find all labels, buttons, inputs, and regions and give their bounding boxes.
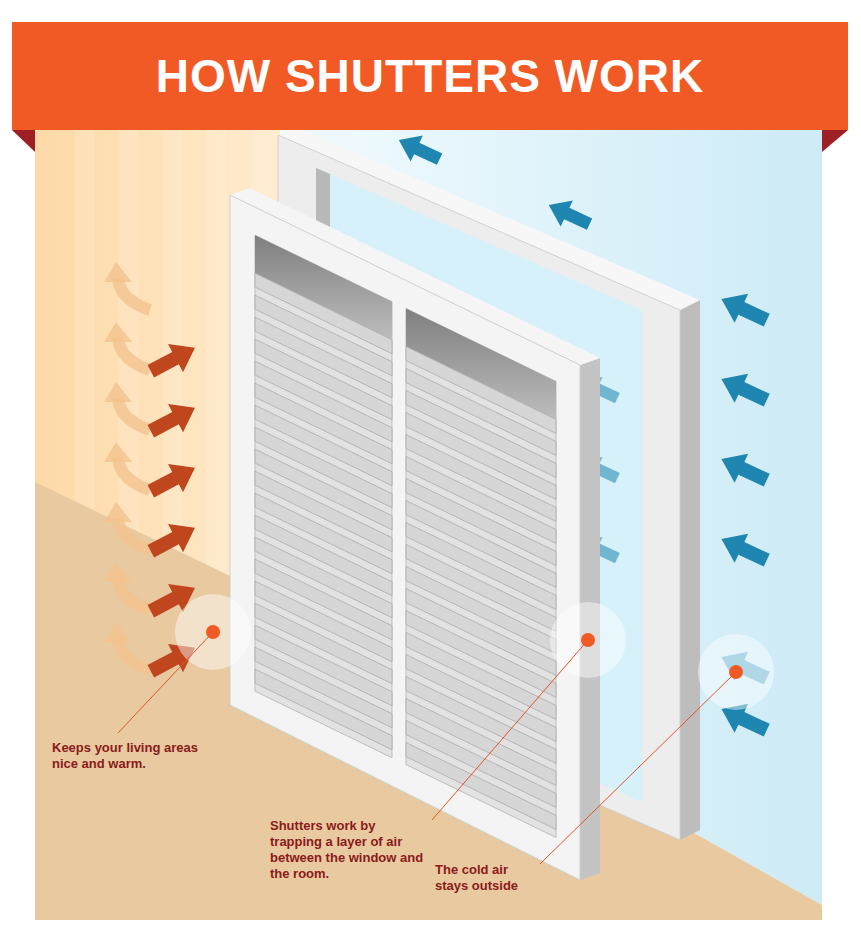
callout-text: Keeps your living areas nice and warm.	[52, 740, 212, 772]
callout-highlight	[550, 602, 626, 678]
title: HOW SHUTTERS WORK	[156, 49, 705, 103]
air-arrow	[715, 525, 774, 575]
warm-air-swirl	[104, 322, 132, 342]
warm-air-swirl	[118, 518, 150, 550]
warm-air-swirl	[118, 578, 150, 610]
warm-air-swirl	[104, 382, 132, 402]
air-arrow	[393, 127, 446, 172]
air-arrow	[715, 285, 774, 335]
air-arrow	[543, 192, 596, 237]
shutter-louvers	[255, 235, 556, 837]
callout-dot	[206, 625, 220, 639]
banner-fold	[12, 130, 35, 152]
callout-dot	[729, 665, 743, 679]
air-arrow	[143, 514, 202, 566]
warm-air-swirl	[104, 502, 132, 522]
louver-slat	[406, 743, 556, 830]
air-arrow	[143, 454, 202, 506]
warm-air-swirl	[104, 622, 132, 642]
window-frame-side	[680, 300, 700, 840]
callout-highlight	[175, 594, 251, 670]
louver-panel	[406, 309, 556, 838]
leader-line	[118, 632, 213, 733]
warm-air-swirl	[104, 442, 132, 462]
title-banner: HOW SHUTTERS WORK	[12, 22, 848, 130]
air-arrow	[143, 334, 202, 386]
warm-air-swirl	[118, 458, 150, 490]
warm-air-swirl	[104, 262, 132, 282]
warm-air-swirl	[118, 338, 150, 370]
banner-fold	[822, 130, 848, 152]
warm-air-swirl	[118, 278, 150, 310]
air-arrow	[715, 445, 774, 495]
leader-line	[432, 640, 588, 820]
warm-air-swirl	[118, 398, 150, 430]
shutter-frame	[230, 195, 580, 880]
callout-text: The cold air stays outside	[435, 862, 535, 894]
louver-slat	[255, 669, 392, 750]
warm-air-swirl	[104, 562, 132, 582]
wall-stripe	[207, 130, 227, 600]
floor	[35, 482, 822, 920]
louver-panel	[255, 235, 392, 758]
leader-line	[540, 672, 736, 864]
air-arrow	[143, 394, 202, 446]
callout-dot	[581, 633, 595, 647]
callout-text: Shutters work by trapping a layer of air…	[270, 818, 430, 882]
warm-air-swirl	[118, 638, 150, 670]
air-arrow	[715, 365, 774, 415]
